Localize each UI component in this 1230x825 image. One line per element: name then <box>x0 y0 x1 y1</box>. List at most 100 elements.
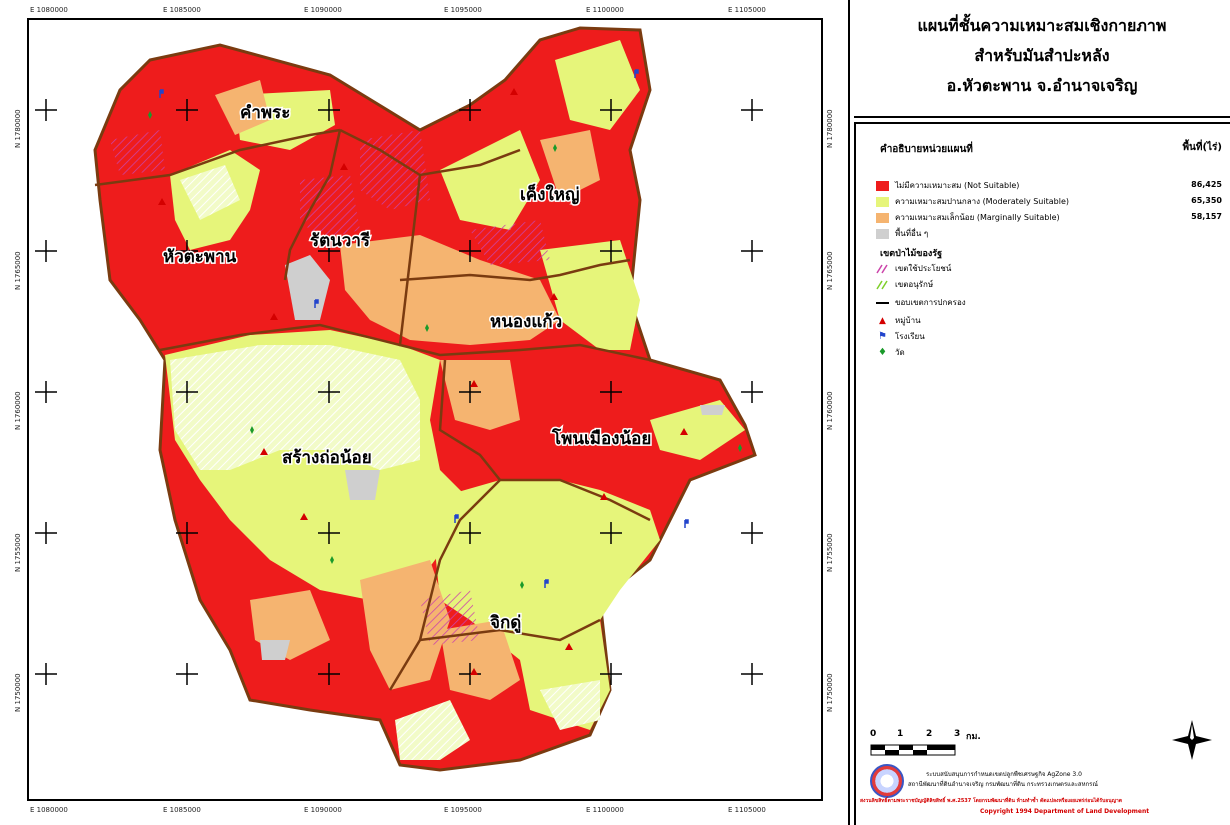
district-label: จิกดู่ <box>490 613 521 634</box>
legend-item-moderately-suitable: ความเหมาะสมปานกลาง (Moderately Suitable) <box>876 195 1069 208</box>
x-coord-top: E 1085000 <box>163 6 201 14</box>
legend-label: โรงเรียน <box>895 332 925 341</box>
legend-heading: คำอธิบายหน่วยแผนที่ <box>880 144 973 155</box>
legend-label: ความเหมาะสมปานกลาง (Moderately Suitable) <box>895 197 1069 206</box>
utilization-forest <box>470 220 550 265</box>
x-coord-top: E 1090000 <box>304 6 342 14</box>
credit-line-4: Copyright 1994 Department of Land Develo… <box>980 808 1150 815</box>
area-marginally-suitable: 58,157 <box>1191 212 1222 221</box>
district-label: คำพระ <box>240 103 290 123</box>
swatch-not-suitable <box>876 180 889 191</box>
department-logo <box>870 764 904 798</box>
credit-line-1: ระบบสนับสนุนการกำหนดเขตปลูกพืชเศรษฐกิจ A… <box>926 771 1082 778</box>
conservation-forest <box>540 680 600 730</box>
conservation-forest <box>180 165 240 220</box>
hatch-green-icon <box>876 280 888 289</box>
legend-item-school: ⚑ โรงเรียน <box>876 330 925 343</box>
legend-panel: คำอธิบายหน่วยแผนที่ พื้นที่(ไร่) ไม่มีคว… <box>854 122 1230 825</box>
legend-item-not-suitable: ไม่มีความเหมาะสม (Not Suitable) <box>876 179 1019 192</box>
scale-bar: 0 1 2 3 กม. <box>870 729 990 762</box>
moderate-zone <box>430 480 660 730</box>
scale-bar-graphic <box>870 744 956 756</box>
school-markers <box>159 69 689 588</box>
legend-item-village: ▲ หมู่บ้าน <box>876 314 921 327</box>
legend-label: หมู่บ้าน <box>895 316 921 325</box>
x-coord-top: E 1105000 <box>728 6 766 14</box>
legend-label: ไม่มีความเหมาะสม (Not Suitable) <box>895 181 1020 190</box>
legend-item-utilization-forest: เขตใช้ประโยชน์ <box>876 262 951 275</box>
other-zone <box>345 470 380 500</box>
legend-label: ขอบเขตการปกครอง <box>895 298 966 307</box>
conservation-forest <box>395 700 470 760</box>
x-coord-top: E 1095000 <box>444 6 482 14</box>
scale-tick-2: 2 <box>926 729 933 739</box>
legend-label: ความเหมาะสมเล็กน้อย (Marginally Suitable… <box>895 213 1060 222</box>
swatch-other <box>876 228 889 239</box>
other-zone <box>260 640 290 660</box>
legend-label: เขตใช้ประโยชน์ <box>895 264 952 273</box>
legend-item-other: พื้นที่อื่น ๆ <box>876 227 928 240</box>
village-triangle-icon: ▲ <box>879 315 886 326</box>
district-label: เค็งใหญ่ <box>520 182 579 205</box>
x-coord-bottom: E 1085000 <box>163 806 201 814</box>
district-label: รัตนวารี <box>310 230 371 251</box>
conservation-forest <box>170 345 420 470</box>
legend-item-marginally-suitable: ความเหมาะสมเล็กน้อย (Marginally Suitable… <box>876 211 1060 224</box>
utilization-forest <box>300 175 360 240</box>
marginal-zone <box>215 80 270 135</box>
x-coord-bottom: E 1095000 <box>444 806 482 814</box>
area-moderately-suitable: 65,350 <box>1191 196 1222 205</box>
map-title-line-1: แผนที่ชั้นความเหมาะสมเชิงกายภาพ <box>917 16 1167 35</box>
district-labels: คำพระ หัวตะพาน รัตนวารี เค็งใหญ่ หนองแก้… <box>162 102 653 636</box>
hatch-pink-icon <box>876 264 888 273</box>
x-coord-top: E 1100000 <box>586 6 624 14</box>
scale-tick-0: 0 <box>870 729 877 739</box>
scale-unit: กม. <box>966 732 981 742</box>
grid-crosses <box>35 99 763 685</box>
boundary-line-icon <box>876 301 889 304</box>
north-arrow-icon <box>1172 720 1212 760</box>
school-flag-icon: ⚑ <box>878 330 887 342</box>
moderate-zone <box>555 40 640 130</box>
moderate-zone <box>540 240 640 350</box>
utilization-forest <box>110 130 165 175</box>
map-title-line-2: สำหรับมันสำปะหลัง <box>974 46 1110 65</box>
credit-line-3: สงวนลิขสิทธิ์ตามพระราชบัญญัติลิขสิทธิ์ พ… <box>860 798 1123 804</box>
x-coord-bottom: E 1105000 <box>728 806 766 814</box>
utilization-forest <box>420 590 480 645</box>
legend-item-boundary: ขอบเขตการปกครอง <box>876 296 966 309</box>
other-zone <box>700 405 725 415</box>
legend-label: พื้นที่อื่น ๆ <box>895 229 929 238</box>
map-panel: E 1080000 E 1085000 E 1090000 E 1095000 … <box>0 0 845 825</box>
swatch-marginally-suitable <box>876 212 889 223</box>
x-coord-bottom: E 1080000 <box>30 806 68 814</box>
legend-item-conservation-forest: เขตอนุรักษ์ <box>876 278 933 291</box>
x-coord-bottom: E 1100000 <box>586 806 624 814</box>
scale-tick-3: 3 <box>954 729 961 739</box>
suitability-map[interactable]: คำพระ หัวตะพาน รัตนวารี เค็งใหญ่ หนองแก้… <box>0 0 845 825</box>
credit-line-2: สถานีพัฒนาที่ดินอำนาจเจริญ กรมพัฒนาที่ดิ… <box>908 781 1098 788</box>
legend-label: เขตอนุรักษ์ <box>895 280 934 289</box>
legend-item-temple: ♦ วัด <box>876 346 905 359</box>
legend-label: วัด <box>895 348 905 357</box>
marginal-zone <box>360 560 450 690</box>
district-label: หนองแก้ว <box>490 312 562 332</box>
legend-area-heading: พื้นที่(ไร่) <box>1182 142 1222 153</box>
forest-heading: เขตป่าไม้ของรัฐ <box>880 249 943 259</box>
map-title-box: แผนที่ชั้นความเหมาะสมเชิงกายภาพ สำหรับมั… <box>854 0 1230 118</box>
panel-divider <box>848 0 850 825</box>
scale-tick-1: 1 <box>897 729 904 739</box>
area-not-suitable: 86,425 <box>1191 180 1222 189</box>
district-label: โพนเมืองน้อย <box>551 428 651 449</box>
marginal-zone <box>340 235 560 345</box>
marginal-zone <box>440 360 520 430</box>
district-boundaries <box>94 128 651 691</box>
district-label: สร้างถ่อน้อย <box>282 448 372 468</box>
map-title-line-3: อ.หัวตะพาน จ.อำนาจเจริญ <box>946 76 1138 95</box>
swatch-moderately-suitable <box>876 196 889 207</box>
x-coord-bottom: E 1090000 <box>304 806 342 814</box>
moderate-zone <box>440 130 540 230</box>
district-label: หัวตะพาน <box>163 247 237 267</box>
temple-diamond-icon: ♦ <box>878 346 887 358</box>
x-coord-top: E 1080000 <box>30 6 68 14</box>
